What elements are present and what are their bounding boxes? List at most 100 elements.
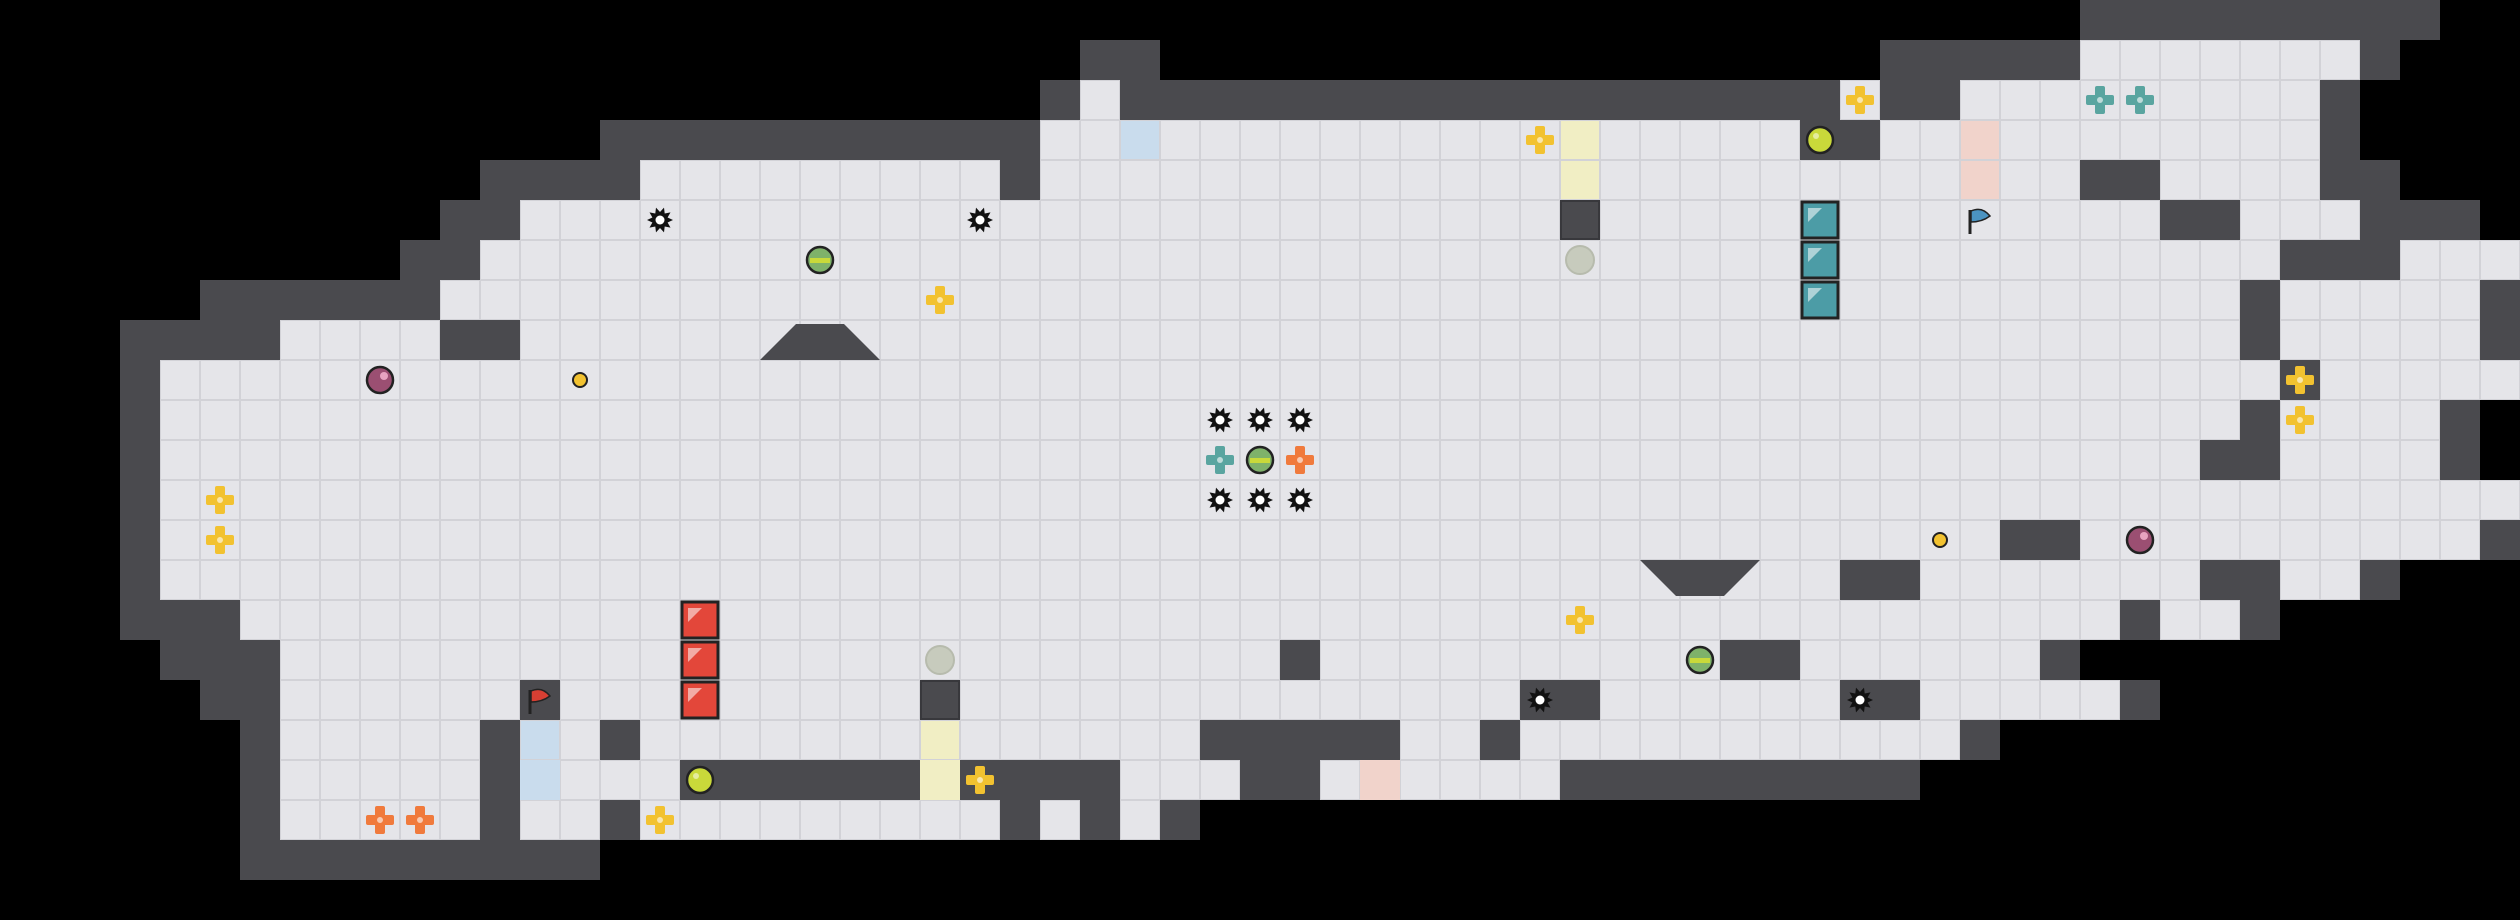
wall-tile bbox=[1720, 640, 1760, 680]
grid-cell bbox=[1240, 560, 1280, 600]
grid-cell bbox=[1880, 480, 1920, 520]
grid-cell bbox=[840, 160, 880, 200]
grid-cell bbox=[2040, 160, 2080, 200]
grid-cell bbox=[1760, 280, 1800, 320]
floor-tile bbox=[880, 360, 920, 400]
grid-cell bbox=[800, 200, 840, 240]
grid-cell bbox=[2160, 560, 2200, 600]
floor-tile bbox=[2320, 200, 2360, 240]
grid-cell bbox=[1440, 720, 1480, 760]
floor-tile bbox=[1120, 480, 1160, 520]
grid-cell bbox=[1520, 600, 1560, 640]
floor-tile bbox=[400, 320, 440, 360]
orb-shine bbox=[1813, 133, 1819, 139]
grid-cell bbox=[280, 760, 320, 800]
grid-cell bbox=[920, 480, 960, 520]
floor-tile bbox=[1320, 560, 1360, 600]
wall-tile bbox=[1480, 80, 1520, 120]
floor-tile bbox=[1920, 400, 1960, 440]
floor-tile bbox=[1120, 400, 1160, 440]
floor-tile bbox=[2200, 160, 2240, 200]
wall-tile bbox=[880, 120, 920, 160]
floor-tile bbox=[1840, 320, 1880, 360]
floor-tile bbox=[2000, 320, 2040, 360]
grid-cell bbox=[1000, 200, 1040, 240]
grid-cell bbox=[680, 320, 720, 360]
floor-tile bbox=[1960, 600, 2000, 640]
grid-cell bbox=[2040, 440, 2080, 480]
grid-cell bbox=[480, 360, 520, 400]
floor-tile bbox=[1560, 320, 1600, 360]
wall-tile bbox=[1640, 80, 1680, 120]
stripe-orb-icon bbox=[1685, 645, 1715, 675]
grid-cell bbox=[720, 240, 760, 280]
grid-cell bbox=[1640, 320, 1680, 360]
grid-cell bbox=[320, 520, 360, 560]
floor-tile bbox=[1160, 600, 1200, 640]
grid-cell bbox=[1040, 440, 1080, 480]
floor-tile bbox=[1600, 640, 1640, 680]
grid-cell bbox=[1040, 600, 1080, 640]
wall-tile bbox=[1440, 80, 1480, 120]
grid-cell bbox=[1400, 480, 1440, 520]
grid-cell bbox=[2000, 240, 2040, 280]
grid-cell bbox=[720, 440, 760, 480]
wall-tile bbox=[1120, 80, 1160, 120]
grid-cell bbox=[2120, 480, 2160, 520]
grid-cell bbox=[640, 320, 680, 360]
platform-trapezoid-down bbox=[1640, 560, 1760, 596]
floor-tile bbox=[2000, 480, 2040, 520]
floor-tile bbox=[720, 520, 760, 560]
floor-tile bbox=[720, 720, 760, 760]
floor-tile bbox=[320, 560, 360, 600]
floor-tile bbox=[480, 520, 520, 560]
plus-center bbox=[217, 537, 223, 543]
wall-tile bbox=[1800, 760, 1840, 800]
wall-tile bbox=[1000, 800, 1040, 840]
floor-tile bbox=[1440, 760, 1480, 800]
floor-tile bbox=[1600, 160, 1640, 200]
floor-tile bbox=[2040, 280, 2080, 320]
grid-cell bbox=[800, 400, 840, 440]
wall-tile bbox=[2320, 0, 2360, 40]
wall-tile bbox=[2200, 560, 2240, 600]
floor-tile bbox=[320, 480, 360, 520]
floor-tile bbox=[1160, 240, 1200, 280]
floor-tile bbox=[760, 200, 800, 240]
grid-cell bbox=[1400, 440, 1440, 480]
grid-cell bbox=[1000, 440, 1040, 480]
grid-cell bbox=[680, 440, 720, 480]
grid-cell bbox=[2160, 600, 2200, 640]
grid-cell bbox=[1120, 560, 1160, 600]
grid-cell bbox=[1120, 680, 1160, 720]
red-block bbox=[680, 640, 720, 680]
grid-cell bbox=[240, 440, 280, 480]
grid-cell bbox=[1240, 680, 1280, 720]
floor-tile bbox=[2320, 280, 2360, 320]
grid-cell bbox=[1120, 720, 1160, 760]
grid-cell bbox=[1640, 640, 1680, 680]
floor-tile bbox=[240, 560, 280, 600]
grid-cell bbox=[1360, 120, 1400, 160]
grid-cell bbox=[2360, 280, 2400, 320]
grid-cell bbox=[160, 480, 200, 520]
grid-cell bbox=[640, 440, 680, 480]
grid-cell bbox=[1800, 640, 1840, 680]
grid-cell bbox=[1680, 680, 1720, 720]
grid-cell bbox=[520, 200, 560, 240]
grid-cell bbox=[760, 680, 800, 720]
grid-cell bbox=[1120, 480, 1160, 520]
floor-tile bbox=[1160, 160, 1200, 200]
grid-cell bbox=[2400, 240, 2440, 280]
floor-tile bbox=[600, 360, 640, 400]
floor-tile bbox=[1880, 280, 1920, 320]
floor-tile bbox=[1960, 560, 2000, 600]
floor-tile bbox=[520, 480, 560, 520]
grid-cell bbox=[2120, 520, 2160, 560]
floor-tile bbox=[1640, 440, 1680, 480]
grid-cell bbox=[1800, 320, 1840, 360]
grid-cell bbox=[1960, 240, 2000, 280]
grid-cell bbox=[1440, 400, 1480, 440]
grid-cell bbox=[560, 800, 600, 840]
grid-cell bbox=[360, 680, 400, 720]
